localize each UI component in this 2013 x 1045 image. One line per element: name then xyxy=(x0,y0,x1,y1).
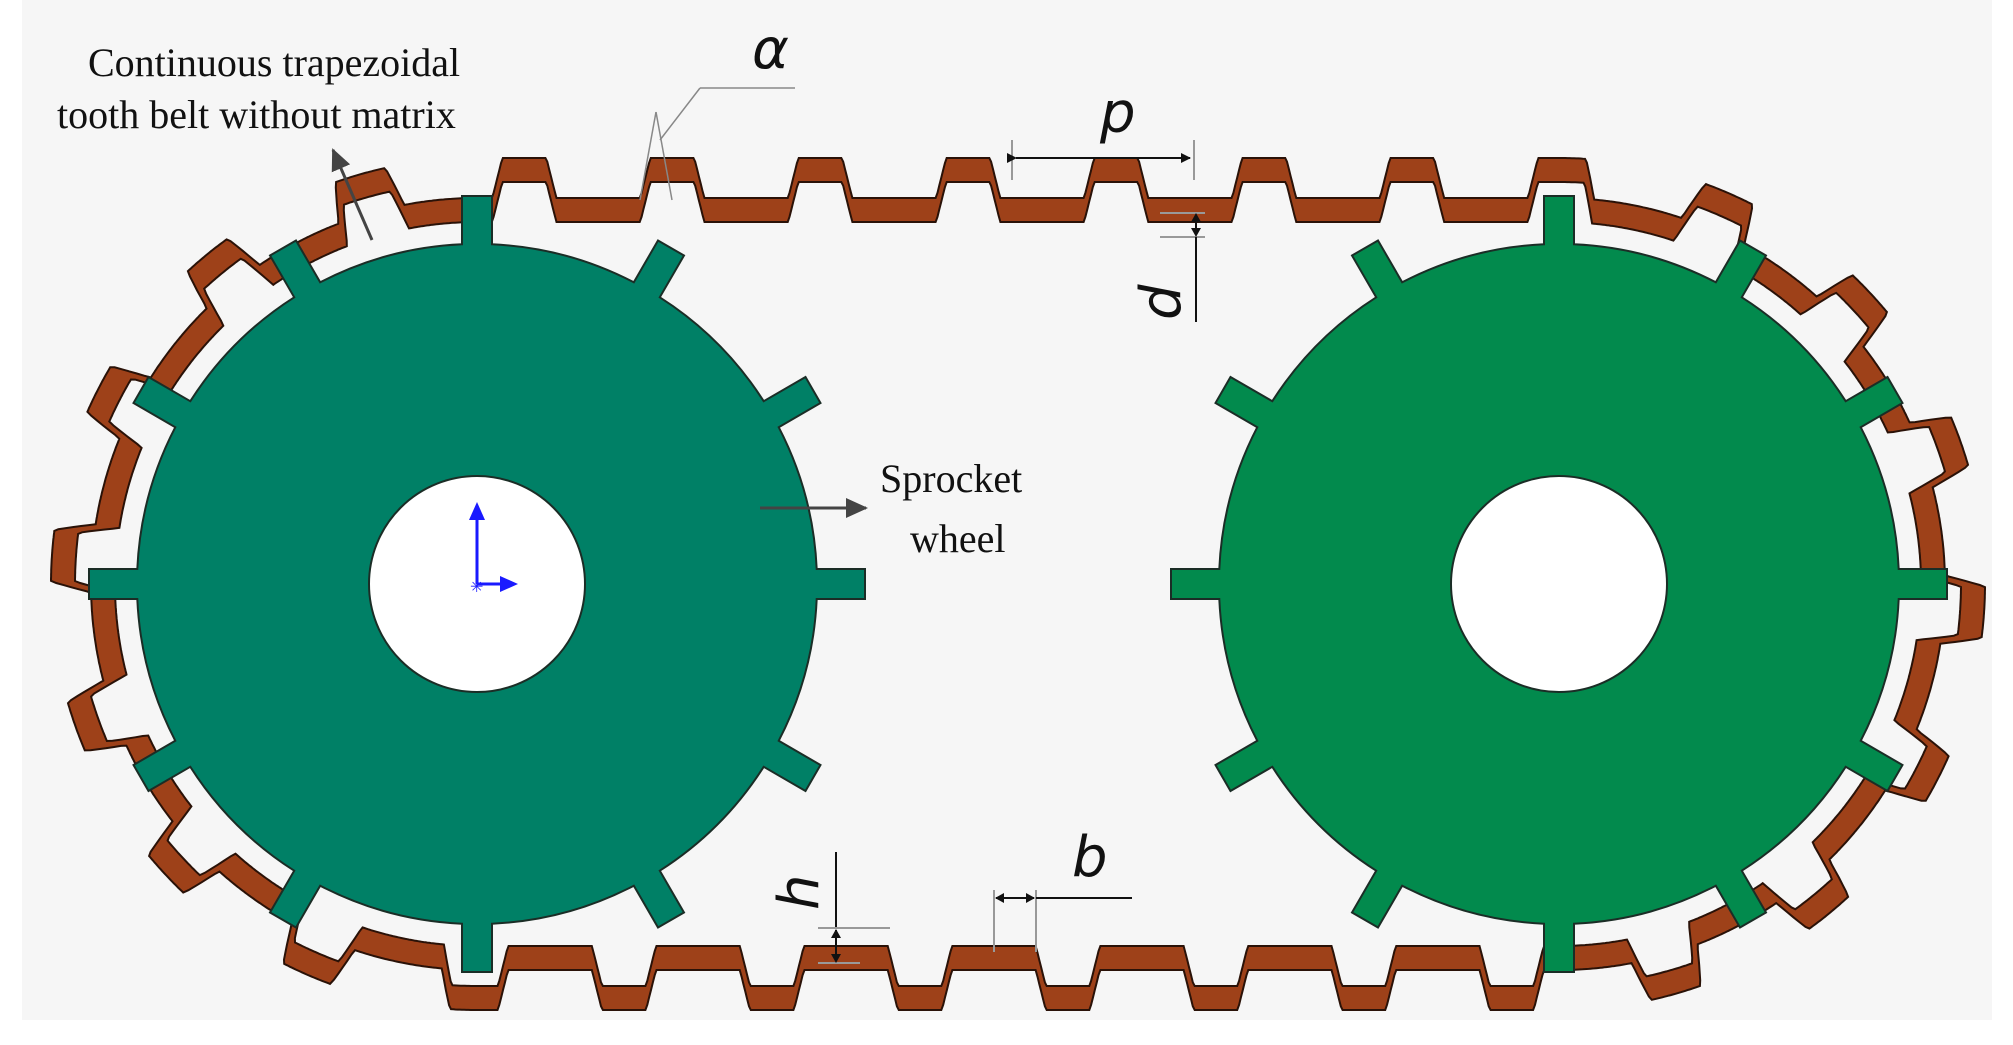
alpha-dimension xyxy=(639,87,795,201)
b-dimension xyxy=(993,890,1132,952)
d-label: d xyxy=(1129,284,1194,320)
belt-label-arrow xyxy=(331,148,374,241)
right-sprocket-bore xyxy=(1450,475,1668,693)
belt-label-line1: Continuous trapezoidal xyxy=(88,40,460,85)
sprocket-label-line1: Sprocket xyxy=(880,456,1022,501)
pitch-label: p xyxy=(1099,81,1136,146)
d-dimension xyxy=(1160,212,1205,322)
svg-text:✳: ✳ xyxy=(470,579,483,596)
sprocket-label-line2: wheel xyxy=(910,516,1006,561)
pitch-dimension xyxy=(1007,140,1195,180)
alpha-label: α xyxy=(752,17,789,82)
origin-axes-icon: ✳ xyxy=(469,502,518,596)
belt-label-line2: tooth belt without matrix xyxy=(57,92,456,137)
h-label: h xyxy=(767,875,832,911)
h-dimension xyxy=(818,852,890,964)
b-label: b xyxy=(1072,825,1108,890)
